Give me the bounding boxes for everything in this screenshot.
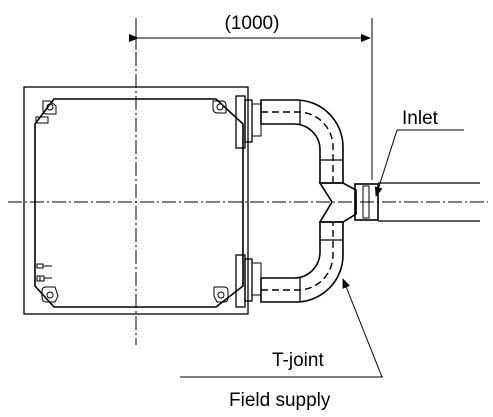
- corner-lug-top-left: [42, 100, 57, 115]
- pipe-hidden-line-upper: [261, 111, 334, 183]
- unit-inner-panel: [34, 98, 244, 308]
- inlet-label: Inlet: [402, 108, 439, 129]
- corner-lug-top-right: [212, 100, 227, 114]
- dimension-label: (1000): [225, 13, 280, 34]
- side-tab: [35, 116, 49, 124]
- corner-lug-bottom-left: [41, 286, 59, 303]
- field-supply-label: Field supply: [229, 390, 331, 411]
- dimension-annotation: (1000): [129, 13, 373, 180]
- inlet-leader: Inlet: [374, 108, 464, 197]
- corner-lug-bottom-right: [213, 286, 229, 303]
- t-joint-leader: T-joint Field supply: [180, 278, 383, 411]
- t-joint-fitting: [318, 182, 357, 223]
- pipe-hidden-line-lower: [261, 222, 334, 291]
- t-joint-label: T-joint: [272, 350, 324, 371]
- terminal-detail: [36, 263, 52, 282]
